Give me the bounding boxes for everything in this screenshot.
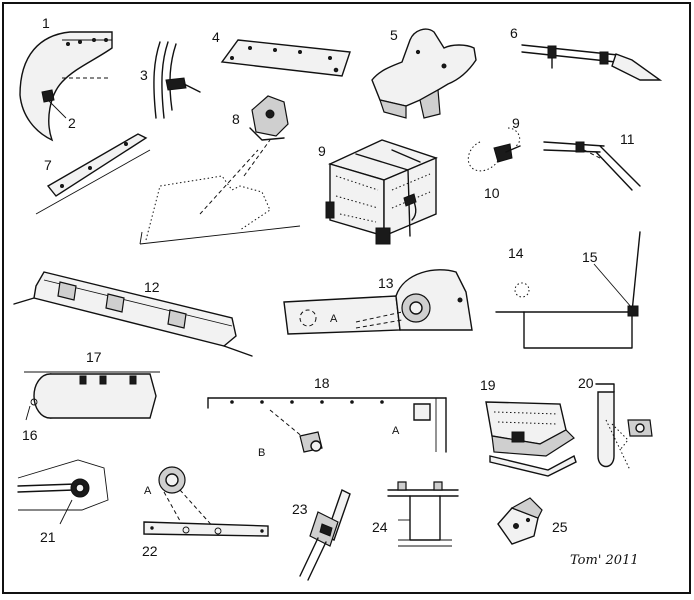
part-18-label: 18 [314, 375, 330, 391]
part-3-cable-clip: 3 [140, 41, 201, 119]
part-1-fender: 1 2 [19, 15, 113, 142]
part-22-sublabel-a: A [144, 485, 152, 497]
part-15-label: 14 [508, 245, 524, 261]
part-11-label: 11 [620, 131, 635, 147]
part-3-label: 3 [140, 67, 148, 83]
part-23-rod-end: 23 [292, 489, 351, 581]
part-13-sublabel-a: A [330, 313, 338, 325]
part-9-battery-box: 9 [318, 139, 438, 245]
part-13-winch-block: 13 A [283, 269, 473, 335]
part-5-bracket: 5 [371, 27, 477, 119]
part-4-plate: 4 [212, 29, 351, 77]
part-23-label: 23 [292, 501, 308, 517]
part-6-label: 6 [510, 25, 518, 41]
artist-signature: Tom' 2011 [570, 553, 639, 568]
part-13-label: 13 [378, 275, 394, 291]
part-6-rod: 6 [510, 25, 663, 81]
part-7-label: 7 [44, 157, 52, 173]
part-24-label: 24 [372, 519, 388, 535]
part-1-label: 1 [42, 15, 50, 31]
part-21-housing: 21 [17, 459, 109, 545]
part-5-label: 5 [390, 27, 398, 43]
part-12-running-board: 12 [13, 271, 253, 357]
part-19-label: 19 [480, 377, 496, 393]
part-16-label: 16 [22, 427, 38, 443]
part-7-strip: 7 [35, 133, 151, 215]
part-14-label: 15 [582, 249, 598, 265]
part-9-label: 9 [318, 143, 326, 159]
part-12-label: 12 [144, 279, 160, 295]
part-10-clamp: 9 10 [467, 115, 521, 201]
part-11-lever: 11 [543, 131, 641, 191]
part-19-bracket: 19 [480, 377, 577, 477]
part-24-beam: 24 [372, 481, 459, 547]
part-25-mount: 25 [497, 497, 568, 545]
part-22-label: 22 [142, 543, 158, 559]
part-20-label: 20 [578, 375, 594, 391]
part-10-label: 10 [484, 185, 500, 201]
part-18-sublabel-a: A [392, 425, 400, 437]
part-17-label: 17 [86, 349, 102, 365]
part-8-hinge: 8 [139, 95, 301, 245]
part-14-panel: 14 15 [495, 231, 641, 349]
part-4-label: 4 [212, 29, 220, 45]
part-21-label: 21 [40, 529, 56, 545]
part-18-rail: 18 A B [207, 375, 447, 459]
part-9b-label: 9 [512, 115, 520, 131]
part-18-sublabel-b: B [258, 447, 265, 459]
sheet-frame [2, 2, 691, 594]
part-17-tank-strap: 17 16 [22, 349, 160, 443]
part-8-label: 8 [232, 111, 240, 127]
part-2-label: 2 [68, 115, 76, 131]
part-22-bar: A 22 [142, 466, 269, 559]
part-20-pin: 20 [578, 375, 653, 471]
part-25-label: 25 [552, 519, 568, 535]
